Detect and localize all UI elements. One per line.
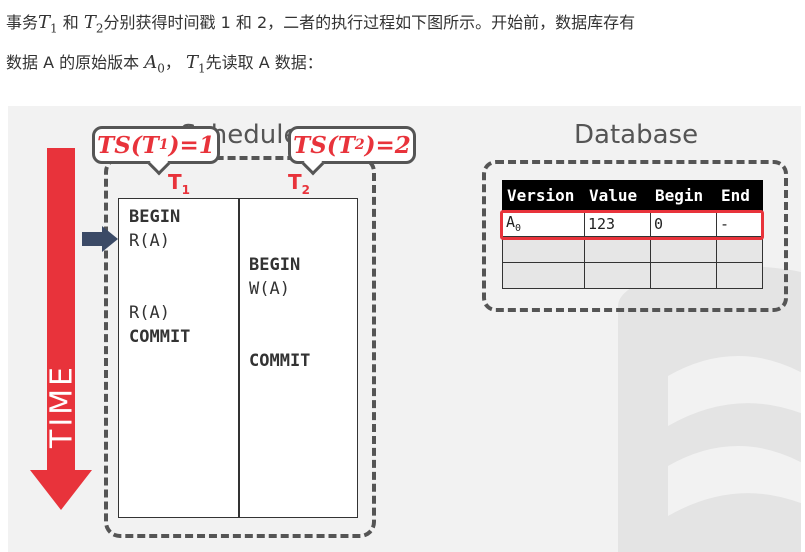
intro-paragraph: 事务T1 和 T2分别获得时间戳 1 和 2，二者的执行过程如下图所示。开始前，…: [6, 6, 801, 85]
txn-t1-label: T1: [168, 170, 191, 197]
column-header: Value: [584, 180, 651, 211]
time-label: TIME: [44, 363, 80, 449]
t1-op-read: R(A): [129, 303, 170, 323]
schedule-divider: [238, 199, 240, 517]
column-header: Begin: [650, 180, 717, 211]
column-header: End: [716, 180, 763, 211]
database-title: Database: [574, 120, 699, 150]
t2-op-begin: BEGIN: [249, 255, 301, 275]
intro-text: 数据 A 的原始版本: [6, 52, 140, 72]
txn-t2-label: T2: [288, 170, 311, 197]
table-row: [502, 262, 763, 289]
t2-op-write: W(A): [249, 279, 290, 299]
intro-text: 和: [62, 13, 79, 32]
begin-cell: 0: [650, 210, 717, 237]
table-row: [502, 236, 763, 263]
version-table: Version Value Begin End A0 123 0 -: [502, 180, 763, 289]
math-a0: A0: [144, 51, 165, 76]
row-highlight: [500, 210, 764, 240]
t1-op-read: R(A): [129, 231, 170, 251]
t2-op-commit: COMMIT: [249, 351, 311, 371]
schedule-table: BEGIN R(A) R(A) COMMIT BEGIN W(A) COMMIT: [118, 198, 358, 518]
intro-text: 先读取 A 数据：: [205, 52, 323, 72]
database-watermark-icon: [618, 266, 801, 552]
time-arrow-icon: [30, 148, 92, 510]
t1-op-commit: COMMIT: [129, 327, 191, 347]
intro-text: 分别获得时间戳 1 和 2，二者的执行过程如下图所示。开始前，数据库存有: [103, 13, 636, 32]
math-t1: T1: [38, 12, 58, 36]
math-t1: T1: [185, 51, 206, 76]
column-header: Version: [502, 180, 585, 211]
math-t2: T2: [83, 12, 104, 36]
current-step-arrow-icon: [82, 226, 118, 252]
version-table-header: Version Value Begin End: [502, 180, 763, 211]
database-box: [482, 160, 788, 312]
intro-text: 事务: [6, 13, 39, 32]
version-cell: A0: [502, 210, 585, 237]
t1-op-begin: BEGIN: [129, 207, 181, 227]
schedule-box: [104, 156, 376, 538]
intro-text: ，: [164, 52, 181, 72]
